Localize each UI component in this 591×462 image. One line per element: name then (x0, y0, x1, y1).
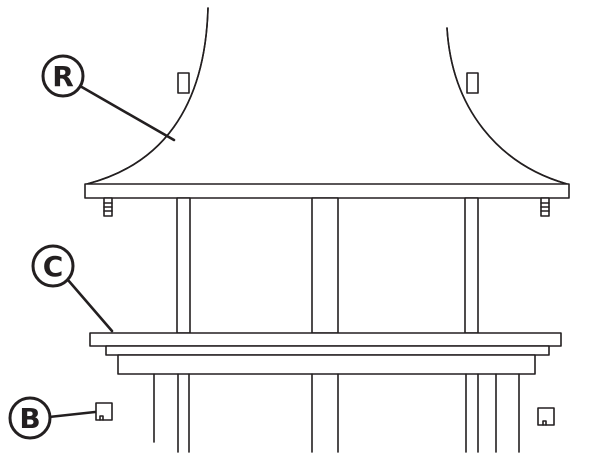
post-right (464, 197, 479, 334)
chimney-stub-right (466, 72, 479, 94)
rim-screw-right (540, 197, 550, 217)
shelf-assembly (89, 332, 562, 375)
chimney-stub-left (177, 72, 190, 94)
mount-bracket-left (95, 402, 113, 421)
hood-canopy (86, 7, 568, 185)
mount-bracket-right (537, 407, 555, 426)
callout-bracket-letter: B (19, 402, 40, 435)
support-posts (176, 197, 479, 334)
callout-hood: R (41, 54, 176, 142)
callout-bracket: B (8, 396, 97, 440)
post-left (176, 197, 191, 334)
lower-legs (153, 373, 520, 453)
shelf-bottom-tier (117, 354, 536, 375)
callout-shelf: C (31, 244, 114, 333)
callout-hood-letter: R (52, 60, 74, 93)
rim-screw-left (103, 197, 113, 217)
canopy-rim (84, 183, 570, 199)
callout-shelf-letter: C (43, 250, 64, 283)
shelf-top-tier (89, 332, 562, 347)
post-center (311, 197, 339, 334)
shelf-middle-tier (105, 345, 550, 356)
